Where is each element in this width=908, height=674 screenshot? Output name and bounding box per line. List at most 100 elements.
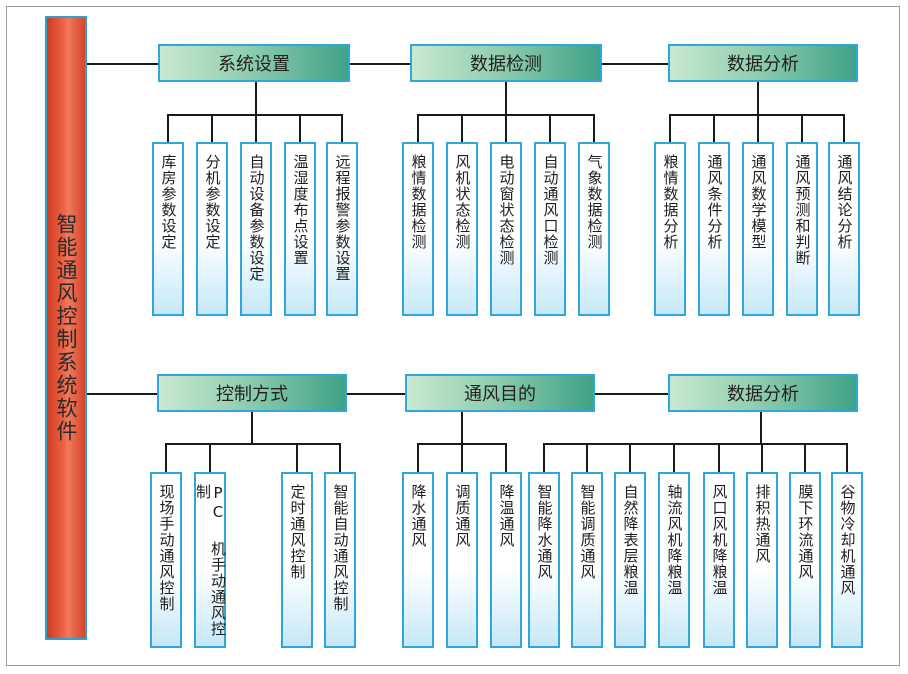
leaf-node: 自动设备参数设定: [240, 142, 272, 316]
leaf-label: 自然降表层粮温: [621, 484, 640, 596]
top-g2-drop: [417, 114, 419, 144]
leaf-label: 自动设备参数设定: [247, 154, 266, 282]
top-g3-drop: [757, 114, 759, 144]
leaf-node: 降温通风: [490, 472, 522, 648]
leaf-label: 智能调质通风: [578, 484, 597, 580]
header-label: 数据分析: [727, 54, 799, 75]
top-g2-stem: [505, 82, 507, 116]
leaf-label: 降温通风: [497, 484, 516, 548]
top-g1-drop: [299, 114, 301, 144]
header-data-detection: 数据检测: [410, 44, 602, 82]
leaf-node: 风机状态检测: [446, 142, 478, 316]
top-g3-drop: [801, 114, 803, 144]
bottom-g3-drop: [718, 443, 720, 473]
leaf-node: 智能调质通风: [571, 472, 603, 648]
leaf-node: 风口风机降粮温: [703, 472, 735, 648]
leaf-node: 排积热通风: [746, 472, 778, 648]
leaf-label: 电动窗状态检测: [497, 154, 516, 266]
leaf-label: 远程报警参数设置: [333, 154, 352, 282]
leaf-node: 定时通风控制: [281, 472, 313, 648]
bottom-g2-drop: [505, 443, 507, 473]
leaf-node: 通风数学模型: [742, 142, 774, 316]
leaf-label: 风口风机降粮温: [710, 484, 729, 596]
leaf-label: 现场手动通风控制: [157, 484, 176, 612]
leaf-label: 膜下环流通风: [796, 484, 815, 580]
leaf-node: 智能自动通风控制: [324, 472, 356, 648]
header-system-settings: 系统设置: [158, 44, 350, 82]
bottom-g3-stem: [760, 411, 762, 445]
leaf-node: 智能降水通风: [528, 472, 560, 648]
top-g3-stem: [757, 82, 759, 116]
leaf-label: 风机状态检测: [453, 154, 472, 250]
bottom-g3-drop: [543, 443, 545, 473]
leaf-node: 温湿度布点设置: [284, 142, 316, 316]
top-g3-drop: [843, 114, 845, 144]
bottom-g2-drop: [461, 443, 463, 473]
leaf-node: 远程报警参数设置: [326, 142, 358, 316]
bottom-g3-drop: [673, 443, 675, 473]
leaf-label: 智能自动通风控制: [331, 484, 350, 612]
top-g2-drop: [461, 114, 463, 144]
bottom-g3-drop: [804, 443, 806, 473]
leaf-label: 谷物冷却机通风: [838, 484, 857, 596]
top-g1-drop: [167, 114, 169, 144]
bottom-g1-stem: [251, 411, 253, 445]
top-g2-drop: [593, 114, 595, 144]
leaf-node: 粮情数据检测: [402, 142, 434, 316]
leaf-node: 谷物冷却机通风: [831, 472, 863, 648]
header-data-analysis: 数据分析: [668, 44, 858, 82]
leaf-label: PC 机手动通风控制: [194, 484, 227, 637]
top-g2-drop: [505, 114, 507, 144]
leaf-label: 定时通风控制: [288, 484, 307, 580]
leaf-node: 通风条件分析: [698, 142, 730, 316]
leaf-label: 通风数学模型: [749, 154, 768, 250]
bottom-g1-drop: [296, 443, 298, 473]
leaf-label: 通风结论分析: [835, 154, 854, 250]
top-g1-drop: [255, 114, 257, 144]
top-g1-drop: [341, 114, 343, 144]
leaf-node: 气象数据检测: [578, 142, 610, 316]
header-label: 系统设置: [218, 54, 290, 75]
leaf-label: 通风预测和判断: [793, 154, 812, 266]
top-g3-drop: [669, 114, 671, 144]
leaf-node: 降水通风: [402, 472, 434, 648]
leaf-label: 分机参数设定: [203, 154, 222, 250]
leaf-node: 通风结论分析: [828, 142, 860, 316]
bottom-backbone: [87, 393, 670, 395]
leaf-node: PC 机手动通风控制: [194, 472, 227, 648]
leaf-node: 自动通风口检测: [534, 142, 566, 316]
leaf-node: 轴流风机降粮温: [658, 472, 690, 648]
leaf-node: 膜下环流通风: [789, 472, 821, 648]
leaf-label: 气象数据检测: [585, 154, 604, 250]
leaf-node: 库房参数设定: [152, 142, 184, 316]
bottom-g1-bus: [165, 443, 341, 445]
header-label: 通风目的: [464, 384, 536, 405]
leaf-label: 排积热通风: [753, 484, 772, 564]
header-label: 数据分析: [727, 384, 799, 405]
leaf-label: 粮情数据检测: [409, 154, 428, 250]
header-data-analysis-2: 数据分析: [668, 374, 858, 412]
leaf-label: 通风条件分析: [705, 154, 724, 250]
bottom-g3-drop: [629, 443, 631, 473]
leaf-label: 轴流风机降粮温: [665, 484, 684, 596]
bottom-g3-bus: [543, 443, 848, 445]
top-g3-drop: [713, 114, 715, 144]
leaf-node: 电动窗状态检测: [490, 142, 522, 316]
header-control-mode: 控制方式: [157, 374, 347, 412]
leaf-node: 通风预测和判断: [786, 142, 818, 316]
leaf-label: 自动通风口检测: [541, 154, 560, 266]
leaf-node: 调质通风: [446, 472, 478, 648]
leaf-node: 自然降表层粮温: [614, 472, 646, 648]
leaf-label: 调质通风: [453, 484, 472, 548]
bottom-g3-drop: [761, 443, 763, 473]
leaf-label: 降水通风: [409, 484, 428, 548]
header-label: 控制方式: [216, 384, 288, 405]
bottom-g3-drop: [586, 443, 588, 473]
bottom-g2-stem: [461, 411, 463, 445]
leaf-node: 现场手动通风控制: [150, 472, 182, 648]
root-label: 智能通风控制系统软件: [54, 213, 78, 443]
header-ventilation-purpose: 通风目的: [405, 374, 595, 412]
bottom-g2-drop: [417, 443, 419, 473]
leaf-label: 智能降水通风: [535, 484, 554, 580]
leaf-node: 粮情数据分析: [654, 142, 686, 316]
